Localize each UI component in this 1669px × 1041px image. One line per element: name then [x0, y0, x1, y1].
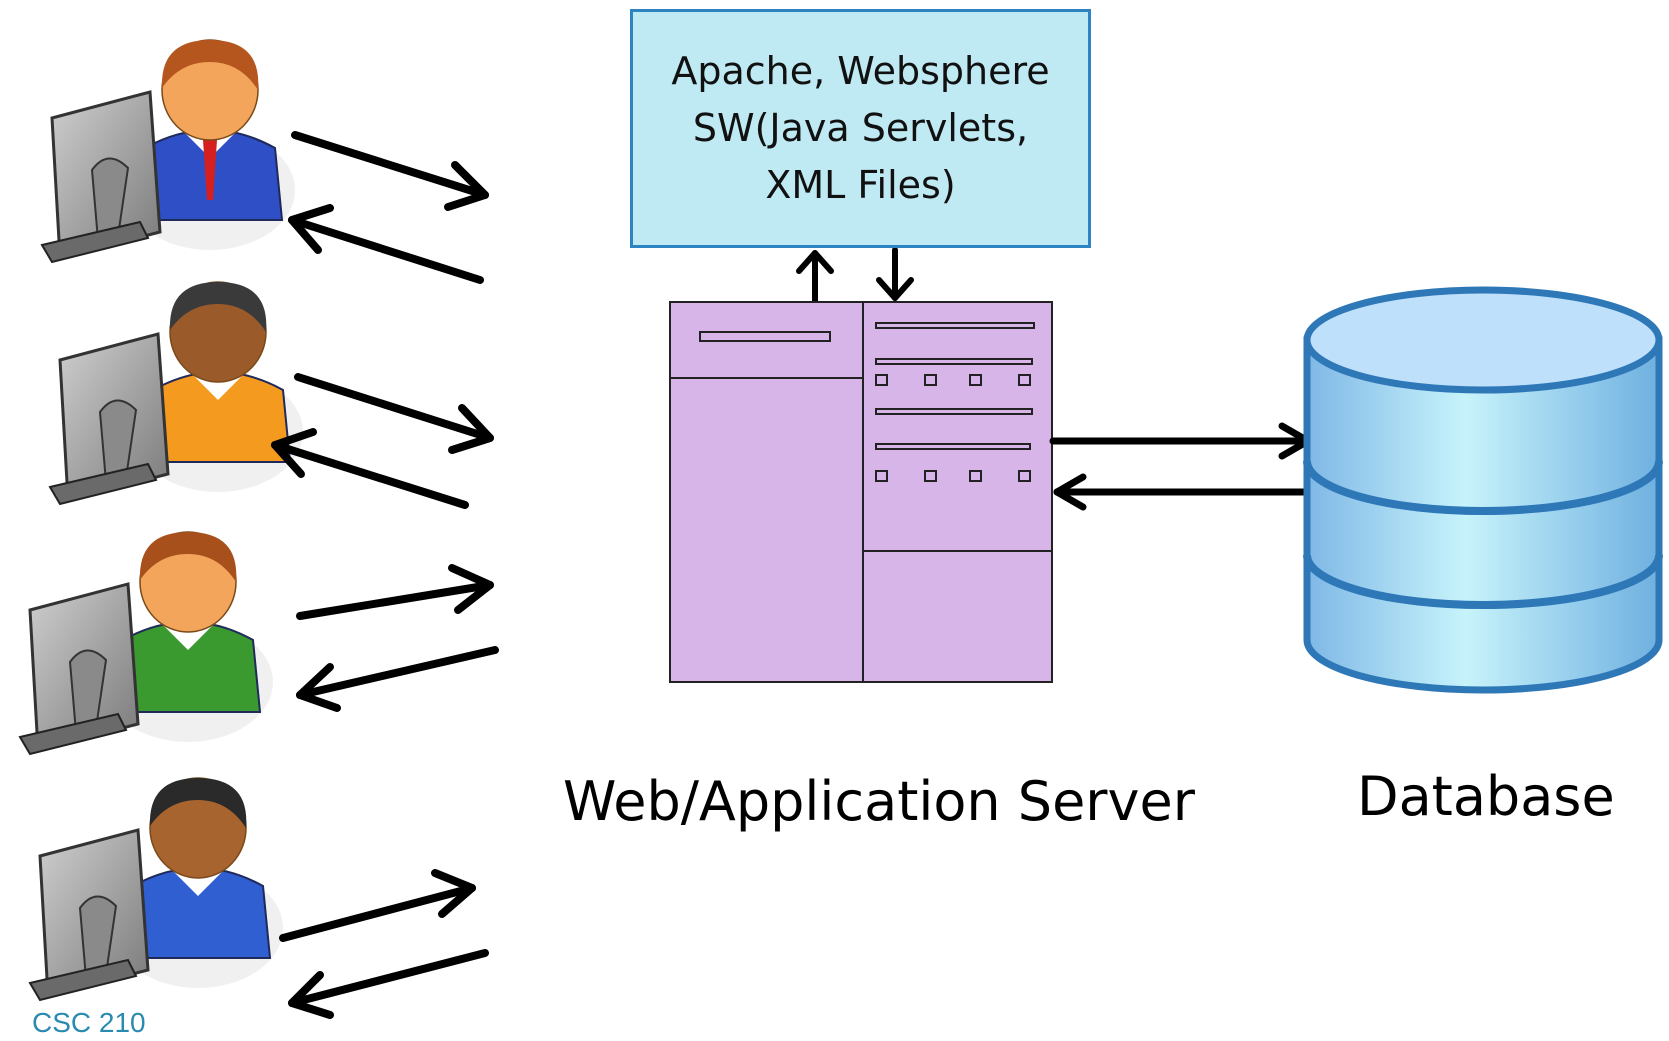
request-arrow-1 — [291, 131, 489, 211]
query-arrow — [1049, 422, 1312, 460]
software-line-2: SW(Java Servlets, — [692, 106, 1029, 150]
request-arrow-3 — [296, 564, 494, 620]
response-arrow-4 — [288, 949, 489, 1019]
box-server-arrows — [796, 247, 914, 305]
response-arrow-2 — [271, 428, 469, 509]
box-to-server-arrow — [876, 247, 914, 301]
client-user-2-icon — [48, 281, 303, 506]
client-user-1-icon — [40, 39, 295, 264]
request-arrow-2 — [294, 373, 494, 454]
web-application-server — [669, 301, 1053, 683]
result-arrow — [1053, 473, 1314, 511]
server-bay-slot — [875, 408, 1033, 415]
server-bay-slot — [875, 322, 1035, 329]
server-to-box-arrow — [796, 250, 834, 305]
response-arrow-1 — [288, 204, 484, 284]
software-stack-box: Apache, Websphere SW(Java Servlets, XML … — [630, 9, 1091, 248]
software-line-3: XML Files) — [765, 163, 956, 207]
server-drive-slot — [699, 331, 831, 342]
server-bay-slot — [875, 443, 1031, 450]
server-database-arrows — [1049, 422, 1314, 511]
response-arrow-3 — [296, 646, 499, 712]
database-label: Database — [1357, 765, 1615, 828]
course-footer: CSC 210 — [32, 1007, 146, 1038]
database-cylinder-icon — [1303, 286, 1663, 694]
client-users — [18, 39, 303, 1002]
client-server-arrows — [271, 131, 499, 1019]
client-user-4-icon — [28, 777, 283, 1002]
software-line-1: Apache, Websphere — [671, 49, 1050, 93]
server-label: Web/Application Server — [563, 770, 1195, 833]
server-bay-slot — [875, 358, 1033, 365]
client-user-3-icon — [18, 531, 273, 756]
request-arrow-4 — [279, 869, 476, 942]
server-indicator-lights — [875, 374, 1031, 482]
